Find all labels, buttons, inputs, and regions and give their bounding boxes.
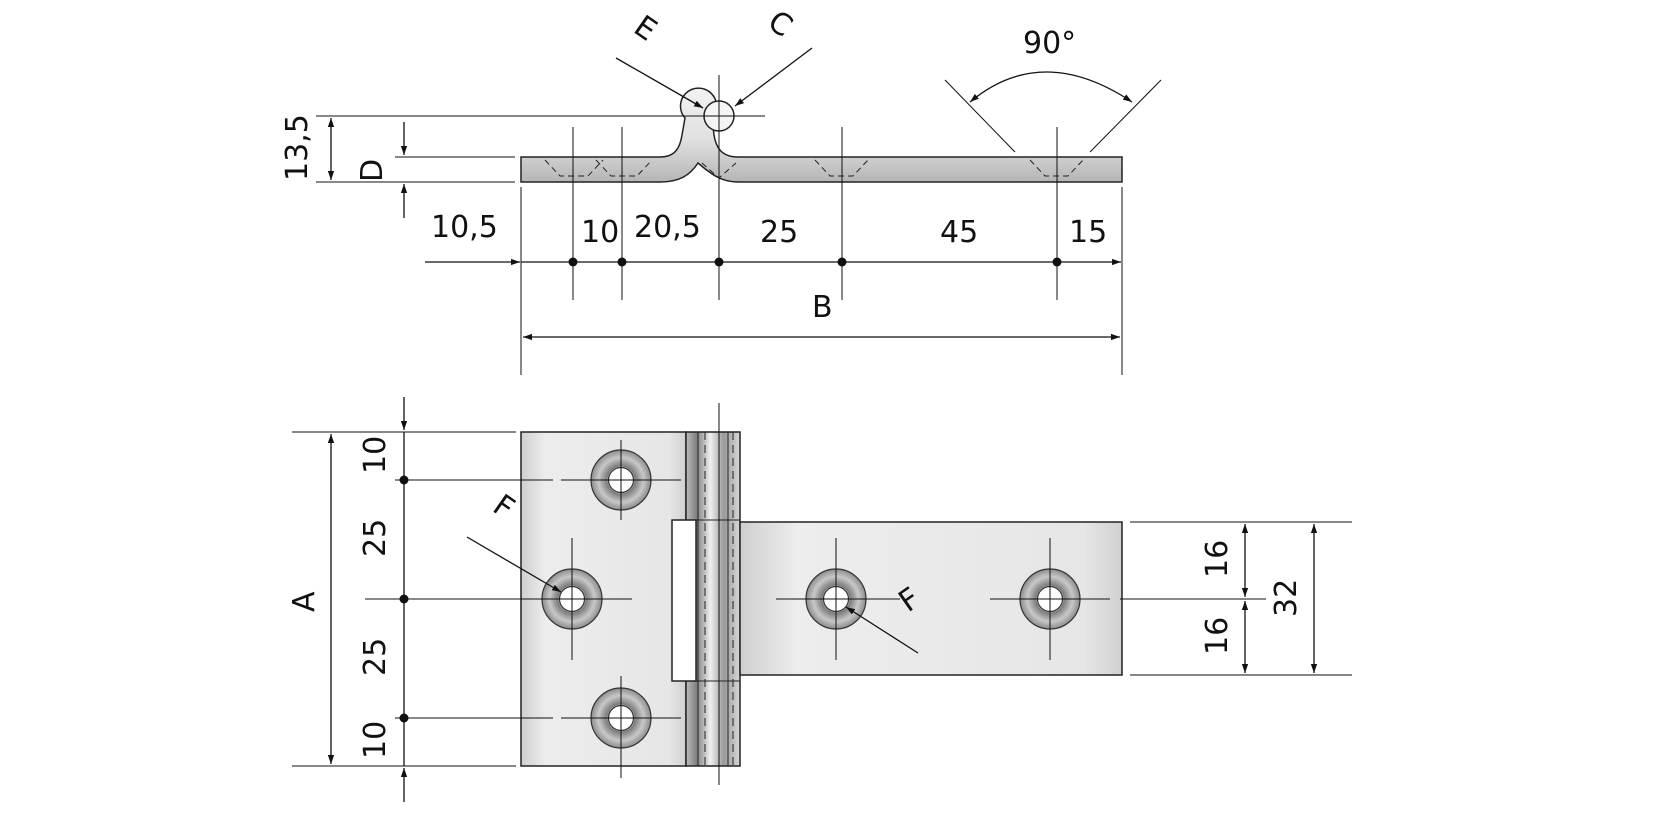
label-e: E [627, 9, 663, 49]
dim-16-bottom: 16 [1200, 617, 1235, 655]
hinge-slot [671, 519, 697, 682]
dim-16-top: 16 [1200, 540, 1235, 578]
dim-13-5: 13,5 [280, 114, 315, 181]
side-view: 10,5 10 20,5 25 45 15 B 13,5 D E C 90° [280, 4, 1162, 375]
dim-32: 32 [1269, 579, 1304, 617]
dim-25: 25 [760, 215, 798, 250]
front-view: A 10 25 25 10 16 16 32 F F [287, 397, 1352, 802]
dim-10: 10 [581, 215, 619, 250]
dim-20-5: 20,5 [634, 210, 701, 245]
dim-10-top: 10 [358, 436, 393, 474]
dim-25-bottom: 25 [358, 638, 393, 676]
dim-10-5: 10,5 [431, 210, 498, 245]
dim-45: 45 [940, 215, 978, 250]
hinge-side-profile [520, 87, 1123, 183]
label-c: C [761, 4, 798, 45]
label-f-left: F [486, 488, 520, 527]
dim-b: B [812, 290, 833, 325]
dim-10-bottom: 10 [358, 721, 393, 759]
dim-15: 15 [1069, 215, 1107, 250]
dim-25-top: 25 [358, 519, 393, 557]
dim-d: D [355, 159, 390, 182]
dim-a: A [287, 591, 322, 612]
dim-angle: 90° [1023, 26, 1076, 61]
